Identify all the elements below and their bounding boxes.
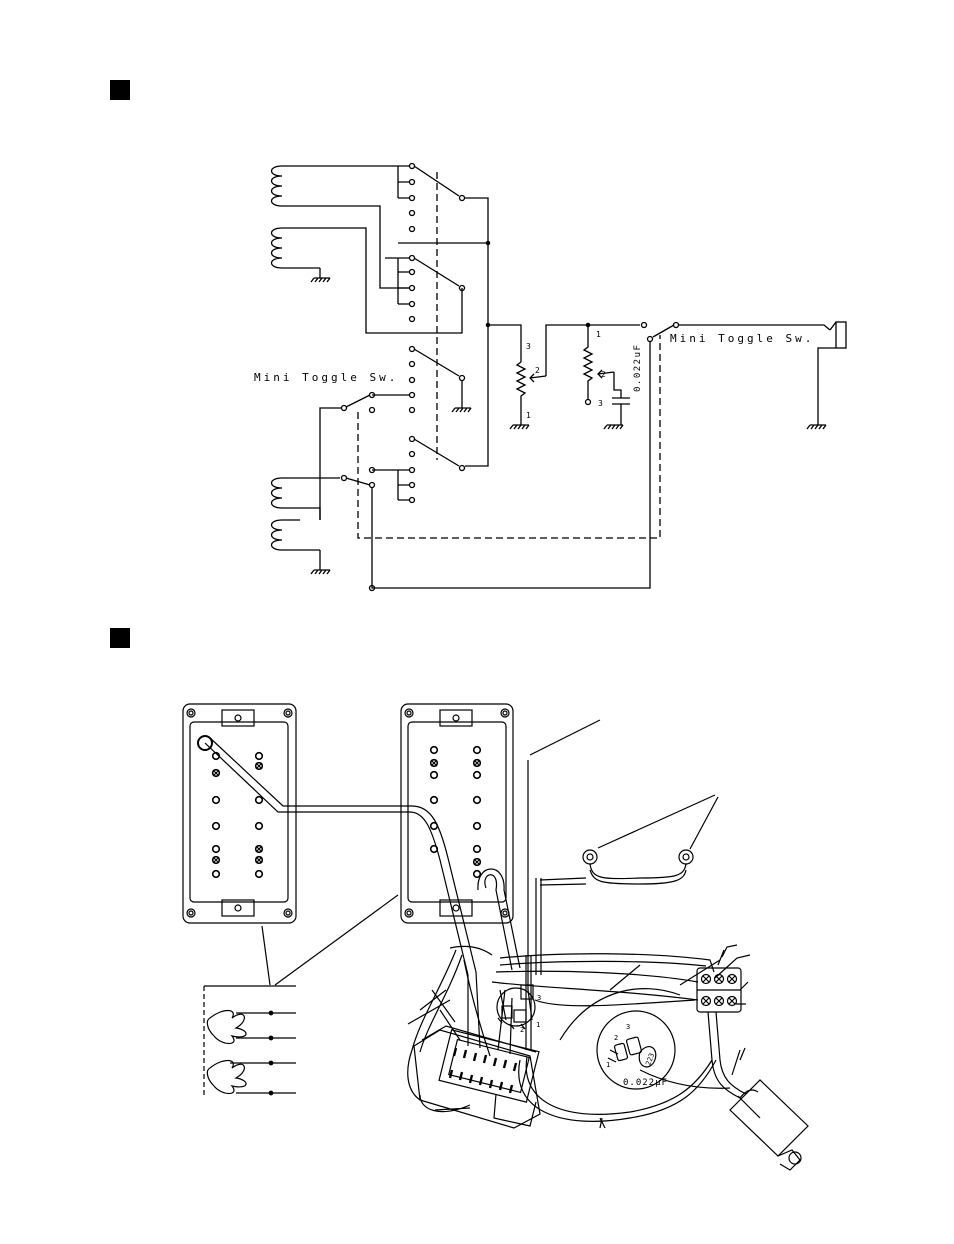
capacitor-value-label: 0.022µF [623,1078,668,1088]
section-marker-schematic [110,80,130,100]
mini-toggle-right-label: Mini Toggle Sw. [670,332,814,345]
capacitor [612,397,630,425]
tone-pot-pin3-label: 3 [598,399,603,408]
tone-potentiometer [582,322,622,406]
volume-potentiometer [515,324,640,425]
mini-toggle-switch-right [640,321,831,343]
volume-pot-pin1-label: 1 [526,411,531,420]
volume-potentiometer [496,984,536,1030]
pickup-coil-4 [270,519,320,551]
pickup-lead-cable [197,735,521,976]
output-jack [729,1079,809,1171]
volume-pot-pin1-label: 1 [536,1021,540,1029]
mini-toggle-left-label: Mini Toggle Sw. [254,371,398,384]
pickup-coil-1 [270,165,300,207]
tone-switch-pin2-label: 2 [614,1034,618,1042]
tone-pot-pin2-label: 2 [601,370,606,379]
pickup-coil-inset [203,894,399,1098]
volume-pot-pin3-label: 3 [537,994,541,1002]
tone-potentiometer [596,1010,676,1090]
bridge-humbucker-pickup [400,703,514,924]
output-jack [817,321,847,425]
circuit-schematic: Mini Toggle Sw. Mini Toggle Sw. 3 2 1 1 … [254,162,847,592]
section-marker-wiring [110,628,130,648]
volume-pot-pin2-label: 2 [535,366,540,375]
wiring-harness [491,953,747,1129]
ring-terminal [535,794,719,975]
terminal-strip [696,944,751,1013]
volume-pot-pin2-label: 2 [520,1026,524,1034]
tone-pot-pin1-label: 1 [596,330,601,339]
rotary-selector-switch [413,1025,541,1129]
volume-pot-pin3-label: 3 [526,342,531,351]
pickup-coil-3 [270,477,300,509]
capacitor-value-label: 0.022uF [633,344,643,392]
rotary-switch-deck [372,162,489,504]
pickup-coil-2 [270,227,320,269]
tone-switch-pin1-label: 1 [606,1061,610,1069]
capacitor-code-label: 223 [644,1052,656,1067]
tone-pot-pin3-label: 3 [626,1023,630,1031]
